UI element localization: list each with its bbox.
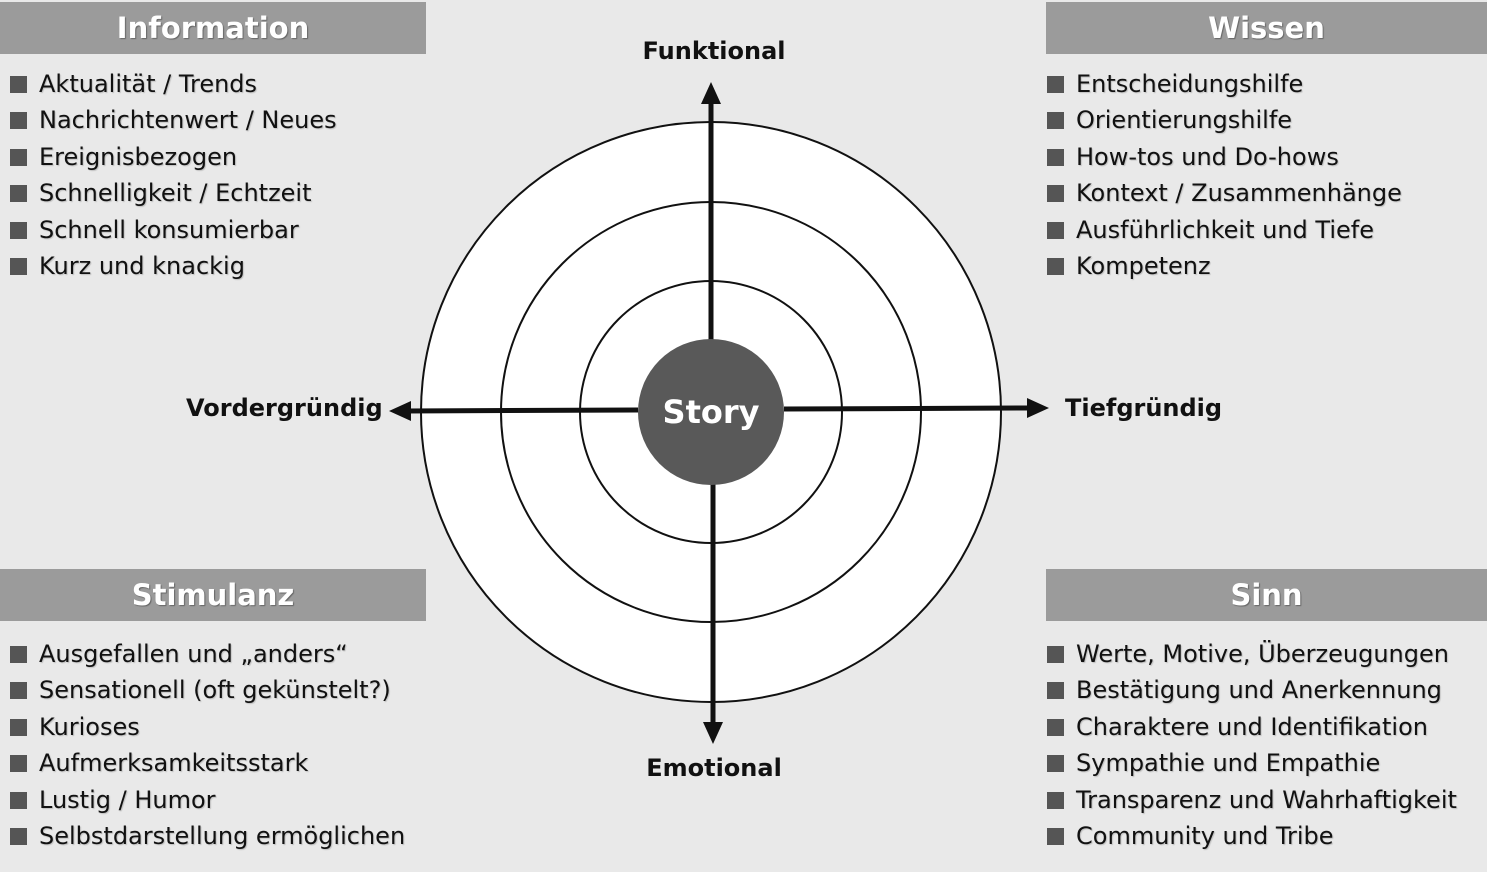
square-bullet-icon — [10, 112, 27, 130]
square-bullet-icon — [1047, 76, 1064, 93]
square-bullet-icon — [10, 148, 27, 166]
axis-right — [783, 405, 1032, 412]
axis-left — [405, 407, 639, 414]
list-item-label: Ausführlichkeit und Tiefe — [1076, 215, 1374, 244]
quadrant-list: Werte, Motive, Überzeugungen Bestätigung… — [1046, 636, 1487, 854]
arrow-right-icon — [1027, 398, 1049, 418]
list-item: Kurioses — [10, 709, 426, 745]
list-item-label: Bestätigung und Anerkennung — [1076, 676, 1442, 705]
list-item: Entscheidungshilfe — [1047, 66, 1487, 102]
square-bullet-icon — [10, 257, 27, 275]
axis-label-left: Vordergründig — [186, 394, 383, 422]
quadrant-list: Aktualität / Trends Nachrichtenwert / Ne… — [0, 66, 426, 284]
center-circle — [638, 339, 784, 485]
list-item-label: Schnelligkeit / Echtzeit — [39, 179, 312, 208]
square-bullet-icon — [10, 791, 27, 809]
list-item: Kompetenz — [1047, 248, 1487, 284]
list-item: Selbstdarstellung ermöglichen — [10, 818, 426, 854]
square-bullet-icon — [1047, 718, 1064, 736]
square-bullet-icon — [1047, 827, 1064, 845]
list-item-label: Werte, Motive, Überzeugungen — [1076, 640, 1449, 668]
square-bullet-icon — [1047, 682, 1064, 700]
list-item-label: Kurz und knackig — [39, 251, 245, 280]
square-bullet-icon — [10, 221, 27, 239]
list-item: Ereignisbezogen — [10, 139, 426, 175]
list-item-label: Aktualität / Trends — [39, 70, 258, 98]
list-item: Werte, Motive, Überzeugungen — [1047, 636, 1487, 672]
list-item-label: Selbstdarstellung ermöglichen — [39, 821, 406, 850]
arrow-up-icon — [701, 82, 721, 104]
square-bullet-icon — [10, 755, 27, 773]
list-item-label: Kontext / Zusammenhänge — [1076, 179, 1402, 208]
square-bullet-icon — [1047, 148, 1064, 166]
list-item: Orientierungshilfe — [1047, 102, 1487, 138]
list-item: Nachrichtenwert / Neues — [10, 102, 426, 138]
quadrant-title: Sinn — [1046, 569, 1487, 621]
axis-label-top: Funktional — [642, 37, 786, 65]
list-item: Aufmerksamkeitsstark — [10, 745, 426, 781]
square-bullet-icon — [10, 718, 27, 736]
axis-label-right: Tiefgründig — [1065, 394, 1223, 422]
quadrant-wissen: Wissen Entscheidungshilfe Orientierungsh… — [1046, 2, 1487, 284]
list-item-label: How-tos und Do-hows — [1076, 142, 1339, 171]
list-item: Sympathie und Empathie — [1047, 745, 1487, 781]
list-item-label: Schnell konsumierbar — [39, 215, 299, 244]
quadrant-title: Wissen — [1046, 2, 1487, 54]
square-bullet-icon — [1047, 257, 1064, 275]
list-item-label: Lustig / Humor — [39, 785, 216, 814]
list-item: Ausführlichkeit und Tiefe — [1047, 212, 1487, 248]
square-bullet-icon — [10, 682, 27, 700]
arrow-left-icon — [389, 401, 411, 421]
list-item: Kontext / Zusammenhänge — [1047, 175, 1487, 211]
quadrant-title: Information — [0, 2, 426, 54]
square-bullet-icon — [1047, 755, 1064, 773]
square-bullet-icon — [1047, 185, 1064, 203]
list-item: Transparenz und Wahrhaftigkeit — [1047, 782, 1487, 818]
list-item-label: Aufmerksamkeitsstark — [39, 749, 309, 778]
list-item-label: Community und Tribe — [1076, 821, 1334, 850]
list-item: Community und Tribe — [1047, 818, 1487, 854]
list-item-label: Nachrichtenwert / Neues — [39, 106, 337, 135]
arrow-down-icon — [703, 722, 723, 744]
square-bullet-icon — [1047, 221, 1064, 239]
square-bullet-icon — [10, 76, 27, 93]
quadrant-list: Entscheidungshilfe Orientierungshilfe Ho… — [1046, 66, 1487, 284]
list-item-label: Charaktere und Identifikation — [1076, 712, 1428, 741]
list-item: Aktualität / Trends — [10, 66, 426, 102]
list-item: Kurz und knackig — [10, 248, 426, 284]
list-item-label: Ereignisbezogen — [39, 142, 238, 171]
list-item: Sensationell (oft gekünstelt?) — [10, 672, 426, 708]
quadrant-title: Stimulanz — [0, 569, 426, 621]
square-bullet-icon — [10, 827, 27, 845]
quadrant-information: Information Aktualität / Trends Nachrich… — [0, 2, 426, 284]
list-item-label: Sympathie und Empathie — [1076, 749, 1381, 778]
list-item-label: Ausgefallen und „anders“ — [39, 640, 348, 668]
list-item: How-tos und Do-hows — [1047, 139, 1487, 175]
list-item-label: Sensationell (oft gekünstelt?) — [39, 676, 391, 705]
list-item: Ausgefallen und „anders“ — [10, 636, 426, 672]
list-item-label: Transparenz und Wahrhaftigkeit — [1076, 785, 1457, 814]
list-item-label: Orientierungshilfe — [1076, 106, 1293, 135]
quadrant-list: Ausgefallen und „anders“ Sensationell (o… — [0, 636, 426, 854]
square-bullet-icon — [10, 185, 27, 203]
axis-label-bottom: Emotional — [646, 754, 782, 782]
list-item-label: Entscheidungshilfe — [1076, 70, 1304, 98]
list-item: Charaktere und Identifikation — [1047, 709, 1487, 745]
list-item: Lustig / Humor — [10, 782, 426, 818]
quadrant-stimulanz: Stimulanz Ausgefallen und „anders“ Sensa… — [0, 569, 426, 854]
square-bullet-icon — [1047, 112, 1064, 130]
list-item: Schnell konsumierbar — [10, 212, 426, 248]
quadrant-sinn: Sinn Werte, Motive, Überzeugungen Bestät… — [1046, 569, 1487, 854]
square-bullet-icon — [1047, 791, 1064, 809]
square-bullet-icon — [1047, 646, 1064, 663]
list-item: Schnelligkeit / Echtzeit — [10, 175, 426, 211]
center-label: Story — [662, 393, 760, 431]
square-bullet-icon — [10, 646, 27, 663]
list-item-label: Kompetenz — [1076, 251, 1211, 280]
list-item-label: Kurioses — [39, 712, 140, 741]
list-item: Bestätigung und Anerkennung — [1047, 672, 1487, 708]
